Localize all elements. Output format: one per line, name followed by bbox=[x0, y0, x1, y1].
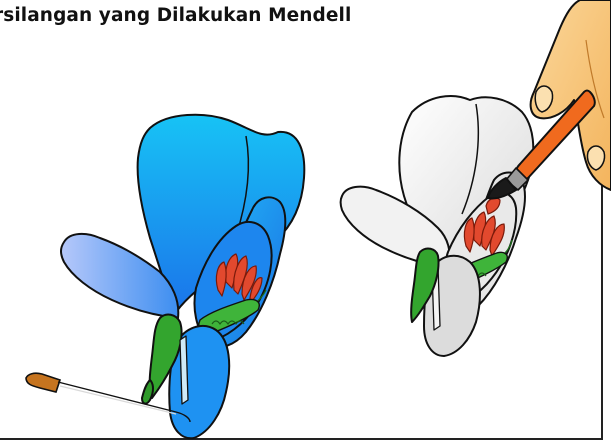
blue-pea-flower bbox=[61, 115, 304, 439]
white-pea-flower bbox=[341, 96, 534, 356]
tweezers bbox=[26, 373, 190, 422]
blue-flower-stem bbox=[142, 380, 153, 404]
